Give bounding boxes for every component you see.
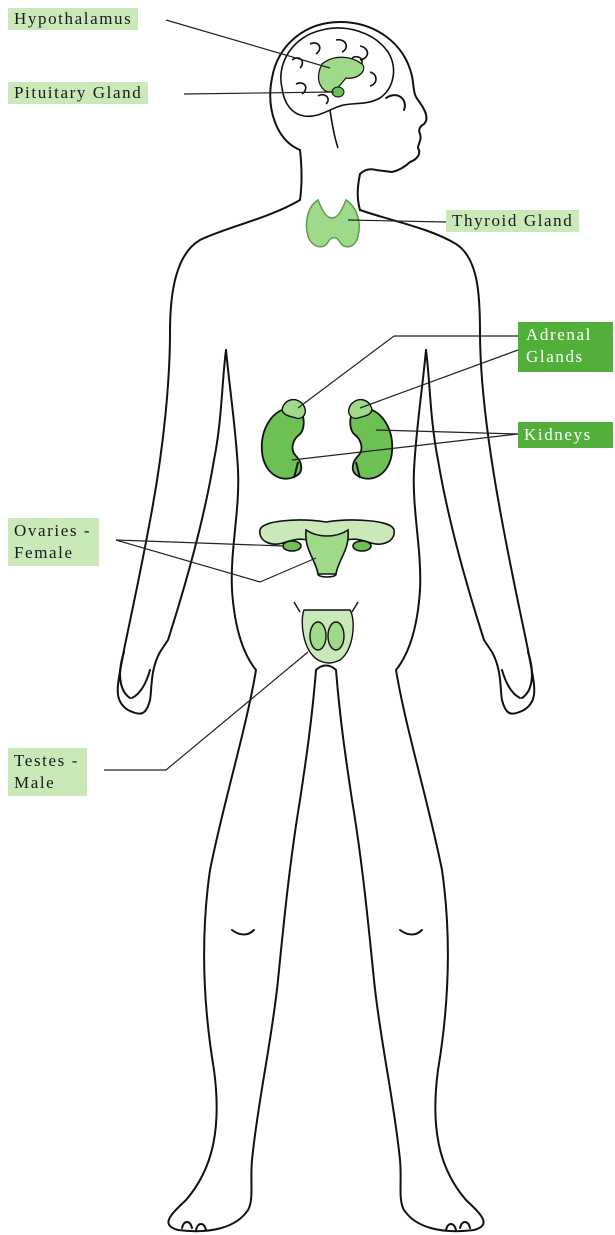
torso-right [336, 350, 484, 1231]
neck-outline [300, 150, 302, 200]
leader-ovaries-3 [260, 558, 316, 582]
ear-outline [386, 95, 405, 110]
leader-ovaries-1 [116, 540, 284, 546]
leader-lines [104, 20, 518, 770]
label-hypothalamus-text: Hypothalamus [14, 8, 132, 30]
label-pituitary-text: Pituitary Gland [14, 82, 142, 104]
ovary-left [283, 541, 301, 551]
label-adrenal-line1: Adrenal [526, 324, 607, 346]
label-testes-line1: Testes - [14, 750, 79, 772]
label-adrenal-line2: Glands [526, 346, 607, 368]
testis-left [310, 622, 326, 650]
knee-left [232, 930, 254, 935]
hand-right [502, 652, 532, 698]
leader-adrenal-3 [360, 350, 518, 408]
label-kidneys: Kidneys [518, 422, 613, 448]
label-adrenal: Adrenal Glands [518, 322, 613, 372]
toes-left [182, 1222, 206, 1230]
hypothalamus-shape [319, 57, 364, 92]
thyroid-shape [306, 200, 359, 247]
ovary-right [353, 541, 371, 551]
torso-left [168, 350, 316, 1231]
label-thyroid: Thyroid Gland [446, 210, 579, 232]
label-pituitary: Pituitary Gland [8, 82, 148, 104]
leader-adrenal-2 [298, 336, 394, 408]
neck-outline-right [358, 174, 360, 210]
kidneys [262, 400, 392, 479]
male-reproductive [294, 602, 358, 663]
label-ovaries-line2: Female [14, 542, 91, 564]
leader-kidneys-2 [292, 434, 518, 460]
crotch-outline [316, 666, 336, 671]
label-ovaries-line1: Ovaries - [14, 520, 91, 542]
label-testes: Testes - Male [8, 748, 87, 796]
label-testes-line2: Male [14, 772, 79, 794]
label-hypothalamus: Hypothalamus [8, 8, 138, 30]
leader-pituitary [184, 92, 334, 94]
female-reproductive [260, 520, 394, 577]
leader-hypothalamus [166, 20, 330, 68]
label-ovaries: Ovaries - Female [8, 518, 99, 566]
label-kidneys-text: Kidneys [524, 424, 607, 446]
toes-right [446, 1222, 470, 1230]
leader-kidneys-1 [376, 430, 518, 434]
uterus-shape [306, 530, 348, 574]
knee-right [400, 930, 422, 935]
hand-left [120, 652, 150, 698]
testis-right [328, 622, 344, 650]
brainstem [330, 110, 338, 148]
label-thyroid-text: Thyroid Gland [452, 210, 573, 232]
